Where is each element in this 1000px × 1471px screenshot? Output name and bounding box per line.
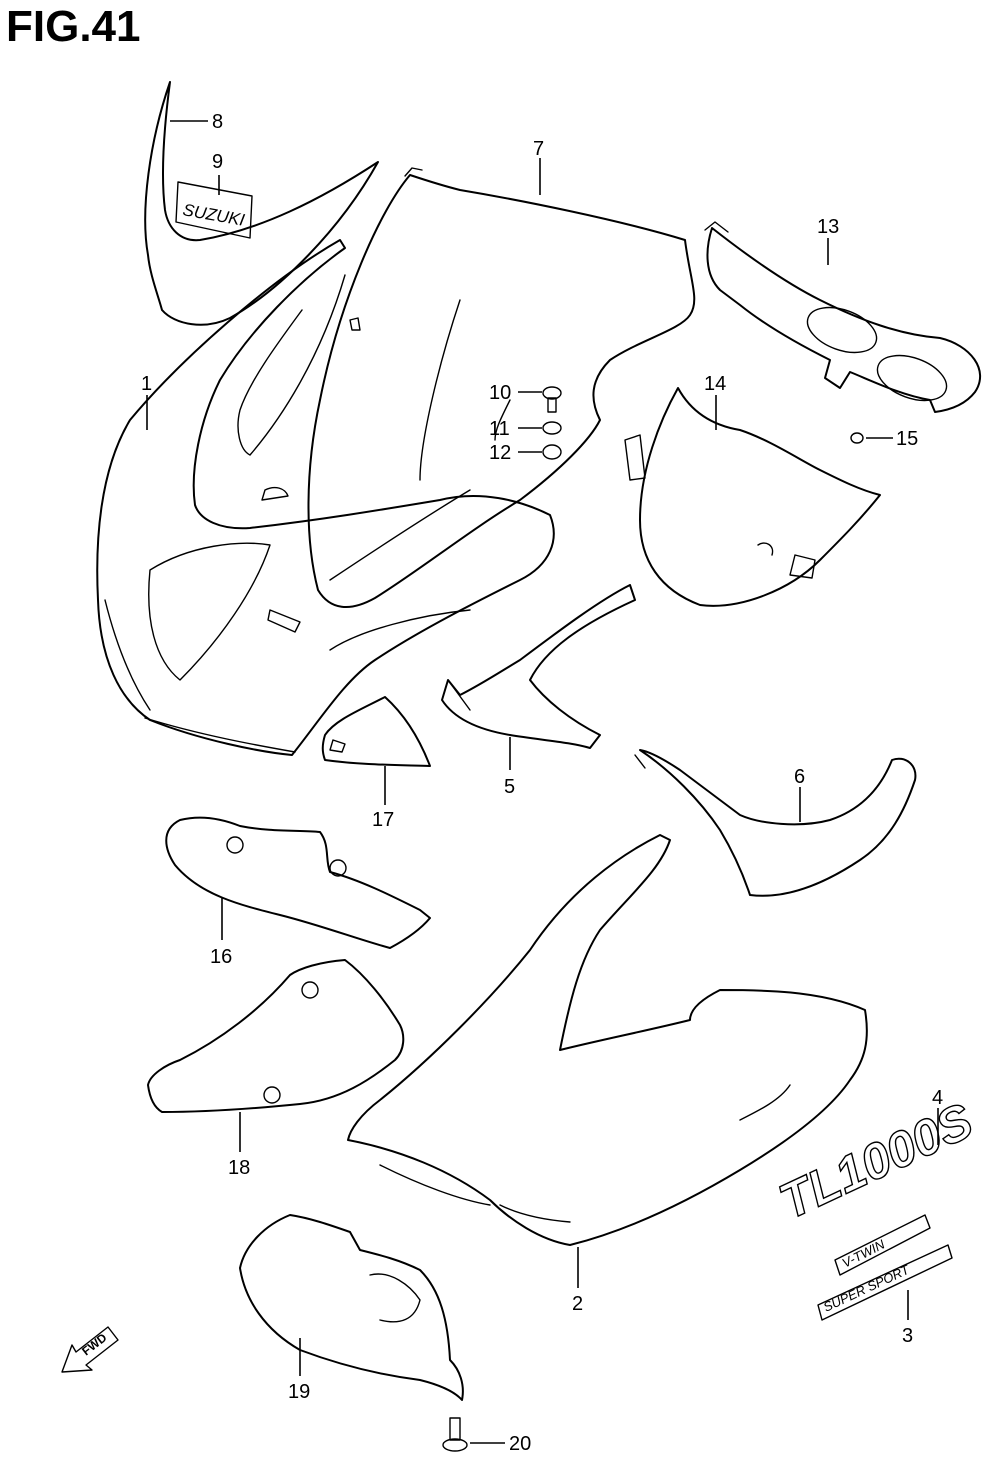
callout-9: 9	[212, 151, 223, 173]
callout-19: 19	[288, 1381, 310, 1403]
callout-3: 3	[902, 1325, 913, 1347]
callout-8: 8	[212, 111, 223, 133]
part-16-lower-inner-panel	[165, 816, 431, 949]
callout-labels: 8 9 7 13 14 1 10 11 12 15 5 17 6 16 4 18…	[141, 111, 943, 1455]
arrow-forward-icon: FWD	[61, 1326, 119, 1373]
part-11-washer	[542, 421, 562, 435]
callout-7: 7	[533, 138, 544, 160]
part-5-bracket	[441, 584, 636, 749]
part-10-screw	[542, 386, 562, 413]
part-18-lower-panel	[147, 959, 405, 1113]
part-14-inner-panel	[624, 387, 881, 607]
callout-15: 15	[896, 428, 918, 450]
callout-13: 13	[817, 216, 839, 238]
part-15-screw	[850, 432, 864, 444]
part-20-screw	[442, 1417, 468, 1452]
decal-supersport-text: SUPER SPORT	[821, 1261, 913, 1314]
part-12-nut	[542, 444, 562, 460]
part-2-lower-cowl	[347, 834, 868, 1246]
part-19-under-panel	[239, 1214, 464, 1401]
decal-model-text: TL1000S	[771, 1092, 981, 1230]
callout-10: 10	[489, 382, 511, 404]
callout-20: 20	[509, 1433, 531, 1455]
callout-11: 11	[489, 418, 510, 440]
part-8-cowl-panel	[144, 81, 379, 326]
part-1-upper-fairing	[96, 239, 555, 756]
callout-4: 4	[932, 1087, 943, 1109]
callout-12: 12	[489, 442, 511, 464]
part-3-decal-set: V-TWIN SUPER SPORT	[817, 1214, 953, 1321]
part-7-windscreen	[307, 167, 696, 609]
callout-1: 1	[141, 373, 152, 395]
callout-14: 14	[704, 373, 726, 395]
part-6-side-cover	[634, 749, 917, 897]
part-17-small-panel	[321, 696, 431, 767]
figure-title: FIG.41	[6, 2, 141, 51]
callout-18: 18	[228, 1157, 250, 1179]
part-13-meter-bracket	[704, 221, 981, 413]
callout-6: 6	[794, 766, 805, 788]
fwd-label: FWD	[79, 1330, 109, 1358]
leader-lines	[146, 120, 939, 1444]
callout-16: 16	[210, 946, 232, 968]
callout-17: 17	[372, 809, 394, 831]
callout-5: 5	[504, 776, 515, 798]
part-4-model-decal: TL1000S	[770, 1092, 981, 1231]
callout-2: 2	[572, 1293, 583, 1315]
